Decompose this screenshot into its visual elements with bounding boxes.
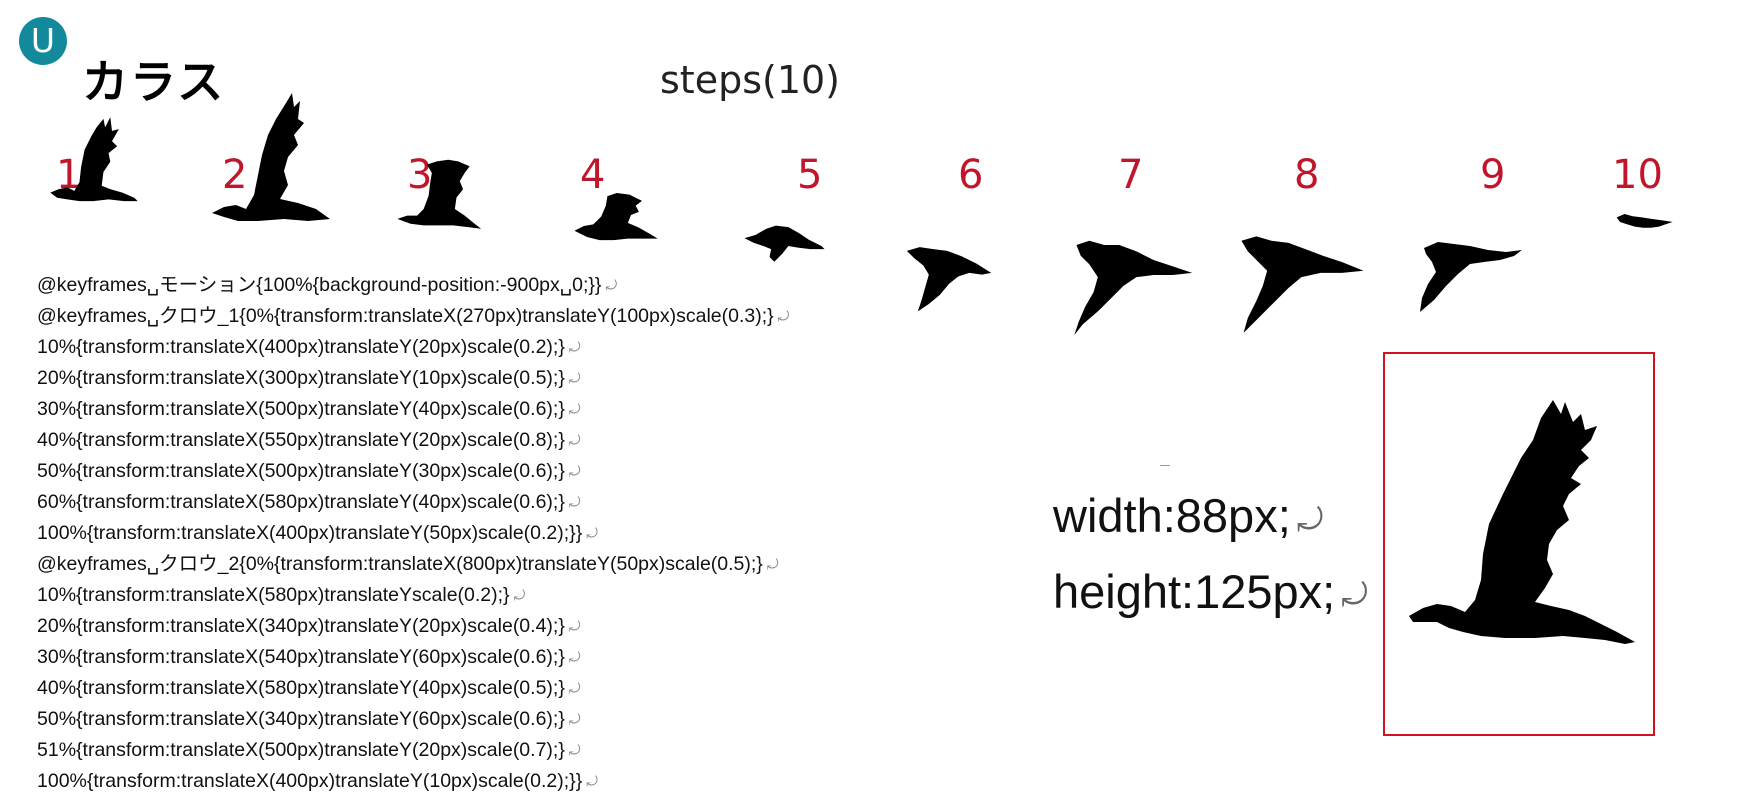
frame-number: 8 [1294, 152, 1320, 198]
code-line: 40%{transform:translateX(550px)translate… [37, 425, 789, 456]
return-icon: ⤾ [766, 556, 779, 573]
code-line: 20%{transform:translateX(300px)translate… [37, 363, 789, 394]
frame-number: 9 [1480, 152, 1506, 198]
return-icon: ⤾ [586, 773, 598, 790]
frame-number: 6 [958, 152, 984, 198]
code-line: 40%{transform:translateX(580px)translate… [37, 673, 789, 704]
code-line: 10%{transform:translateX(580px)translate… [37, 580, 789, 611]
return-icon: ⤾ [568, 649, 581, 666]
steps-label: steps(10) [660, 58, 840, 102]
crow-icon [1616, 214, 1673, 228]
return-icon: ⤾ [568, 401, 581, 418]
code-line: 60%{transform:translateX(580px)translate… [37, 487, 789, 518]
code-text: 30%{transform:translateX(500px)translate… [37, 398, 565, 420]
frame-number: 2 [222, 152, 248, 198]
frame-number: 4 [580, 152, 606, 198]
code-text: @keyframes␣クロウ_2{0%{transform:translateX… [37, 553, 763, 575]
height-text: height:125px;⤾ [1053, 556, 1368, 632]
code-line: 50%{transform:translateX(500px)translate… [37, 456, 789, 487]
crow-icon [574, 193, 658, 241]
crow-icon [1074, 240, 1193, 335]
code-line: 10%{transform:translateX(400px)translate… [37, 332, 789, 363]
code-line: 100%{transform:translateX(400px)translat… [37, 518, 789, 549]
return-icon: ⤾ [586, 525, 598, 542]
code-line: 51%{transform:translateX(500px)translate… [37, 735, 789, 766]
sprite-frame-box [1383, 352, 1655, 736]
code-line: 30%{transform:translateX(540px)translate… [37, 642, 789, 673]
return-icon: ⤾ [568, 494, 581, 511]
crow-icon [1241, 236, 1364, 333]
code-line: @keyframes␣クロウ_1{0%{transform:translateX… [37, 301, 789, 332]
u-badge: U [19, 17, 67, 65]
return-icon: ⤾ [568, 680, 581, 697]
code-text: 50%{transform:translateX(500px)translate… [37, 460, 565, 482]
code-text: 100%{transform:translateX(400px)translat… [37, 522, 583, 544]
crow-icon [744, 225, 825, 262]
crow-icon [50, 117, 138, 202]
return-icon: ⤾ [568, 370, 581, 387]
code-line: 30%{transform:translateX(500px)translate… [37, 394, 789, 425]
code-text: 50%{transform:translateX(340px)translate… [37, 708, 565, 730]
page-title: カラス [82, 55, 226, 109]
frame-number: 10 [1612, 152, 1663, 198]
frame-number: 3 [407, 152, 433, 198]
code-text: 51%{transform:translateX(500px)translate… [37, 739, 565, 761]
return-icon: ⤾ [1296, 501, 1324, 538]
code-text: @keyframes␣クロウ_1{0%{transform:translateX… [37, 305, 774, 327]
frame-number: 7 [1118, 152, 1144, 198]
crow-icon [906, 247, 992, 312]
code-text: 40%{transform:translateX(580px)translate… [37, 677, 565, 699]
code-line: 50%{transform:translateX(340px)translate… [37, 704, 789, 735]
sprite-dimensions: width:88px;⤾ height:125px;⤾ [1053, 480, 1368, 631]
code-text: 30%{transform:translateX(540px)translate… [37, 646, 565, 668]
divider-tick [1160, 465, 1170, 466]
code-line: 100%{transform:translateX(400px)translat… [37, 766, 789, 797]
return-icon: ⤾ [568, 711, 581, 728]
crow-icon [397, 159, 482, 229]
code-text: 60%{transform:translateX(580px)translate… [37, 491, 565, 513]
code-line: @keyframes␣クロウ_2{0%{transform:translateX… [37, 549, 789, 580]
return-icon: ⤾ [777, 308, 790, 325]
return-icon: ⤾ [513, 587, 526, 604]
return-icon: ⤾ [568, 742, 581, 759]
code-text: 10%{transform:translateX(400px)translate… [37, 336, 565, 358]
code-text: 20%{transform:translateX(340px)translate… [37, 615, 565, 637]
code-text: 40%{transform:translateX(550px)translate… [37, 429, 565, 451]
code-text: 10%{transform:translateX(580px)translate… [37, 584, 510, 606]
width-text: width:88px;⤾ [1053, 480, 1368, 556]
return-icon: ⤾ [605, 277, 618, 294]
return-icon: ⤾ [1341, 577, 1368, 614]
return-icon: ⤾ [568, 618, 581, 635]
code-line: 20%{transform:translateX(340px)translate… [37, 611, 789, 642]
code-text: @keyframes␣モーション{100%{background-positio… [37, 274, 602, 296]
keyframes-code: @keyframes␣モーション{100%{background-positio… [37, 270, 789, 797]
return-icon: ⤾ [568, 339, 581, 356]
code-text: 20%{transform:translateX(300px)translate… [37, 367, 565, 389]
return-icon: ⤾ [568, 463, 581, 480]
code-line: @keyframes␣モーション{100%{background-positio… [37, 270, 789, 301]
crow-icon [1409, 400, 1635, 644]
frame-number: 5 [797, 152, 823, 198]
crow-icon [1420, 242, 1522, 312]
code-text: 100%{transform:translateX(400px)translat… [37, 770, 583, 792]
crow-icon [212, 93, 330, 221]
return-icon: ⤾ [568, 432, 581, 449]
